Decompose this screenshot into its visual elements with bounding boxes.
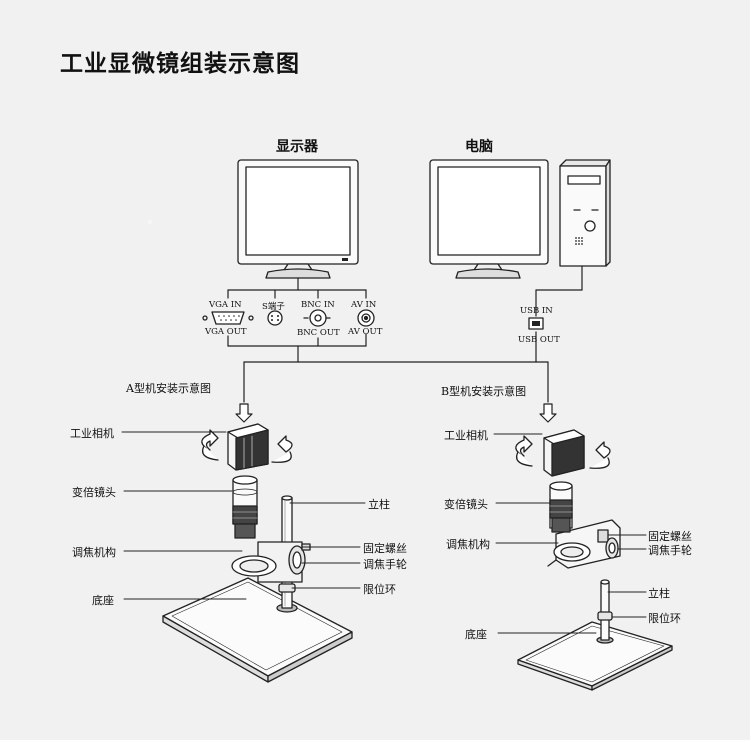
type-b-focus-mechanism-label: 调焦机构 bbox=[446, 538, 490, 551]
type-a-camera bbox=[227, 423, 269, 471]
av-port-icon bbox=[357, 309, 375, 327]
vga-in-label: VGA IN bbox=[209, 300, 242, 310]
type-b-base-label: 底座 bbox=[465, 628, 487, 641]
s-terminal-label: S端子 bbox=[262, 302, 285, 312]
type-b-heading: B型机安装示意图 bbox=[441, 385, 527, 398]
type-a-camera-label: 工业相机 bbox=[70, 427, 114, 440]
type-b-camera-label: 工业相机 bbox=[444, 429, 488, 442]
type-a-focus-mechanism-label: 调焦机构 bbox=[72, 546, 116, 559]
page-title: 工业显微镜组装示意图 bbox=[60, 50, 300, 77]
av-in-label: AV IN bbox=[351, 300, 377, 310]
type-b-zoom-lens bbox=[549, 481, 573, 533]
rotate-arrow-icon-b bbox=[515, 435, 611, 469]
bnc-in-label: BNC IN bbox=[301, 300, 335, 310]
s-terminal-port-icon bbox=[267, 310, 283, 326]
type-b-focus-wheel-label: 调焦手轮 bbox=[648, 544, 692, 557]
type-a-base bbox=[162, 577, 353, 683]
port-output-cables bbox=[227, 333, 549, 403]
type-b-zoom-lens-label: 变倍镜头 bbox=[444, 498, 488, 511]
type-a-focus-wheel-label: 调焦手轮 bbox=[363, 558, 407, 571]
bnc-port-icon bbox=[303, 309, 331, 327]
type-a-limit-ring-label: 限位环 bbox=[363, 583, 396, 596]
type-b-camera bbox=[543, 429, 585, 477]
usb-port-icon bbox=[528, 317, 544, 330]
av-out-label: AV OUT bbox=[348, 327, 383, 337]
type-a-base-label: 底座 bbox=[92, 594, 114, 607]
type-b-leader-lines bbox=[493, 433, 647, 634]
type-a-column-label: 立柱 bbox=[368, 498, 390, 511]
vga-port-icon bbox=[202, 311, 254, 325]
computer-label: 电脑 bbox=[465, 139, 493, 155]
usb-cable bbox=[535, 265, 583, 363]
down-arrow-icon bbox=[235, 403, 557, 423]
rotate-arrow-icon bbox=[201, 429, 293, 463]
type-a-fixing-screw-label: 固定螺丝 bbox=[363, 542, 407, 555]
monitor-cables bbox=[227, 277, 367, 299]
type-b-base bbox=[517, 621, 673, 691]
type-a-focus-mechanism bbox=[231, 541, 311, 583]
type-b-column-label: 立柱 bbox=[648, 587, 670, 600]
type-a-zoom-lens-label: 变倍镜头 bbox=[72, 486, 116, 499]
type-a-heading: A型机安装示意图 bbox=[126, 382, 211, 395]
vga-out-label: VGA OUT bbox=[205, 327, 247, 337]
type-b-limit-ring-label: 限位环 bbox=[648, 612, 681, 625]
type-b-focus-mechanism bbox=[547, 519, 621, 569]
bnc-out-label: BNC OUT bbox=[297, 328, 340, 338]
type-b-column bbox=[596, 579, 614, 644]
usb-in-label: USB IN bbox=[520, 306, 553, 316]
type-b-fixing-screw-label: 固定螺丝 bbox=[648, 530, 692, 543]
type-a-zoom-lens bbox=[232, 475, 258, 539]
usb-out-label: USB OUT bbox=[518, 335, 560, 345]
type-a-leader-lines bbox=[121, 431, 366, 600]
monitor-label: 显示器 bbox=[276, 139, 318, 155]
computer-icon bbox=[429, 159, 611, 279]
monitor-icon bbox=[237, 159, 359, 279]
